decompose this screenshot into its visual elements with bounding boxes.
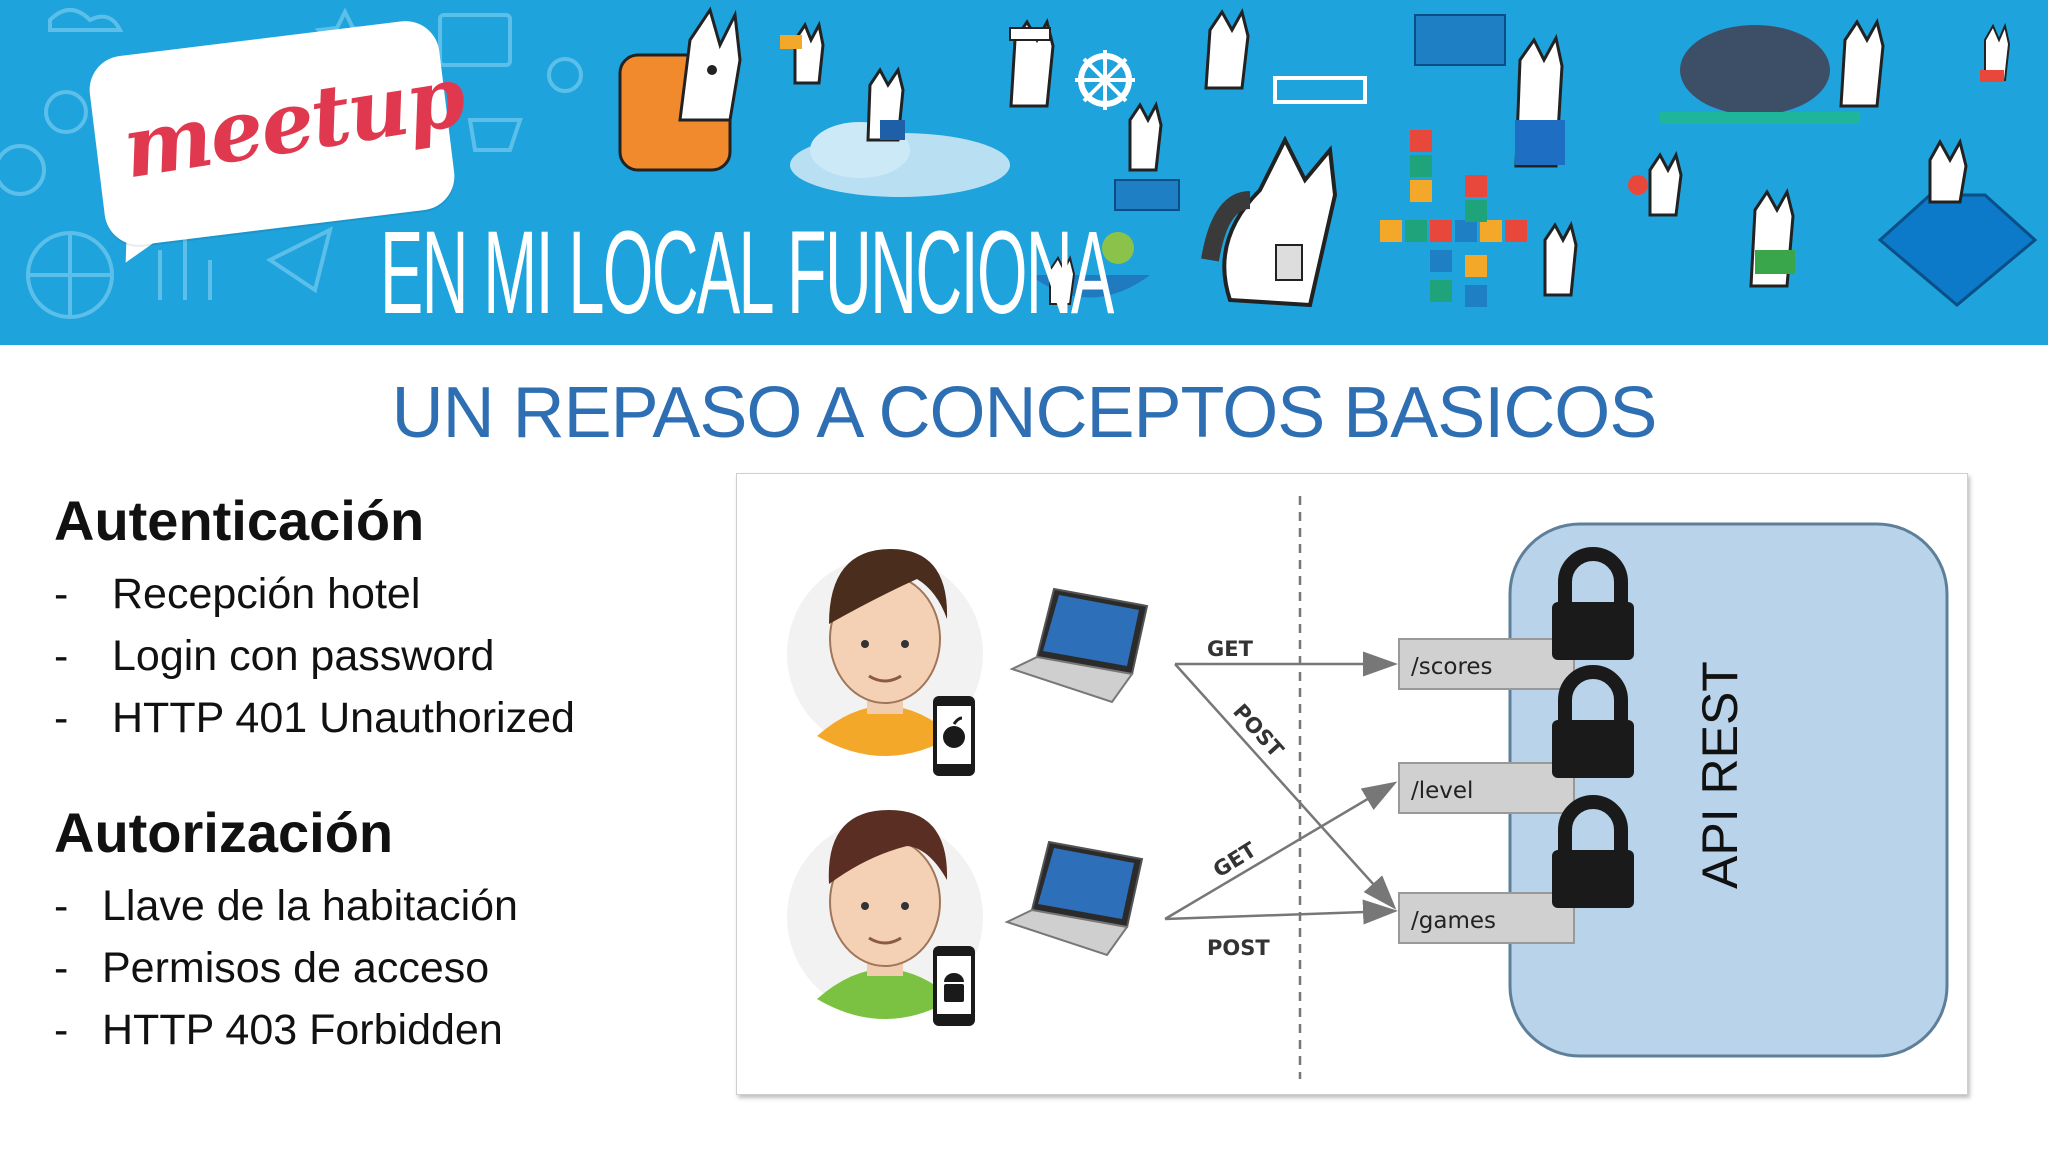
api-diagram: API REST /scores /level /games xyxy=(736,473,1968,1095)
list-item-text: Permisos de acceso xyxy=(102,943,490,992)
wolf-cloud-illustration xyxy=(790,66,1010,197)
authentication-heading: Autenticación xyxy=(54,489,425,552)
lock-icon xyxy=(1552,547,1634,660)
list-item: - Permisos de acceso xyxy=(54,937,518,999)
wolf-bitbucket-illustration xyxy=(1204,7,1367,104)
list-item-text: Recepción hotel xyxy=(112,569,421,618)
elephant-illustration xyxy=(1660,17,1885,124)
list-item: - Recepción hotel xyxy=(54,563,575,625)
authentication-list: - Recepción hotel - Login con password -… xyxy=(54,563,575,749)
list-item-text: HTTP 401 Unauthorized xyxy=(112,693,575,742)
lock-icon xyxy=(1552,795,1634,908)
bar-chart-icon xyxy=(158,235,212,300)
lock-icon xyxy=(1552,665,1634,778)
endpoint-label: /level xyxy=(1411,778,1473,804)
user-avatar xyxy=(787,549,983,756)
arrow-label-top-post: POST xyxy=(1228,699,1288,762)
android-phone-icon xyxy=(933,946,975,1026)
bullet-dash: - xyxy=(54,693,69,742)
api-rest-label: API REST xyxy=(1692,661,1748,889)
list-item: - Login con password xyxy=(54,625,575,687)
endpoint-label: /scores xyxy=(1411,654,1493,680)
arrow-bottom-get xyxy=(1164,781,1398,921)
arrow-bottom-post xyxy=(1164,899,1398,925)
arrow-label-bottom-get: GET xyxy=(1209,837,1261,882)
bullet-dash: - xyxy=(54,631,69,680)
endpoint-label: /games xyxy=(1411,908,1496,934)
laptop-icon xyxy=(438,13,512,67)
docker-whale-illustration xyxy=(1030,232,1150,305)
wolf-kubernetes-illustration xyxy=(1009,17,1135,110)
cloud-icon xyxy=(48,8,124,32)
list-item-text: Login con password xyxy=(112,631,495,680)
banner-decorations xyxy=(0,6,2038,319)
list-item: - Llave de la habitación xyxy=(54,875,518,937)
authorization-list: - Llave de la habitación - Permisos de a… xyxy=(54,875,518,1061)
wolf-boxes-illustration xyxy=(1114,100,1180,211)
bullet-dash: - xyxy=(54,881,69,930)
gear-icon xyxy=(547,57,583,93)
target-icon xyxy=(0,144,46,196)
wolf-main-illustration xyxy=(1201,135,1338,308)
list-item-text: Llave de la habitación xyxy=(102,881,518,930)
list-item: - HTTP 401 Unauthorized xyxy=(54,687,575,749)
bullet-dash: - xyxy=(54,569,69,618)
bullet-dash: - xyxy=(54,1005,69,1054)
endpoint-level: /level xyxy=(1398,762,1575,814)
bullet-dash: - xyxy=(54,943,69,992)
wolf-corner-illustration xyxy=(1980,22,2011,82)
apple-phone-icon xyxy=(933,696,975,776)
endpoint-games: /games xyxy=(1398,892,1575,944)
wolf-group-illustration xyxy=(1543,150,1795,297)
laptop-icon xyxy=(1004,840,1144,957)
endpoint-scores: /scores xyxy=(1398,638,1575,690)
header-banner: meetup EN MI LOCAL FUNCIONA xyxy=(0,0,2048,345)
lightbulb-icon xyxy=(44,90,88,134)
arrow-top-post xyxy=(1174,663,1397,910)
api-diagram-canvas: API REST /scores /level /games xyxy=(787,496,1949,1079)
slide-title: UN REPASO A CONCEPTOS BASICOS xyxy=(391,373,1658,453)
wolf-chair-illustration xyxy=(618,6,742,172)
arrow-label-bottom-post: POST xyxy=(1207,936,1270,960)
wolf-cloud-shirt-illustration xyxy=(1414,14,1565,168)
arrow-label-top-get: GET xyxy=(1207,637,1254,661)
wolf-diamond-illustration xyxy=(1877,137,2038,307)
event-title: EN MI LOCAL FUNCIONA xyxy=(380,207,1114,339)
network-tiles-illustration xyxy=(1380,130,1527,307)
wolf-small-illustration xyxy=(780,20,825,85)
authorization-heading: Autorización xyxy=(54,801,394,864)
list-item: - HTTP 403 Forbidden xyxy=(54,999,518,1061)
megaphone-icon xyxy=(266,226,333,294)
list-item-text: HTTP 403 Forbidden xyxy=(102,1005,503,1054)
laptop-icon xyxy=(1009,587,1149,704)
cart-icon xyxy=(467,118,523,152)
